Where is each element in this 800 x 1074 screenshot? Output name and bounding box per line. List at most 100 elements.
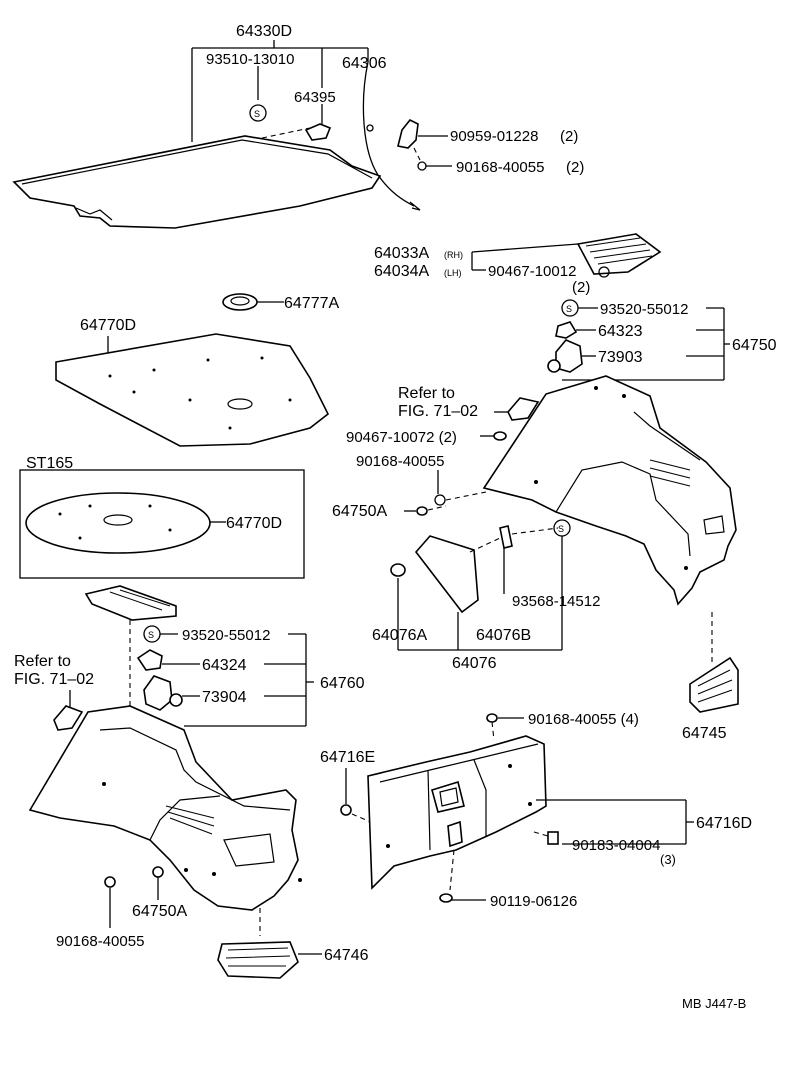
label-93510-13010: 93510-13010 [206, 51, 294, 68]
label-90168-40055-x4: 90168-40055 (4) [528, 711, 639, 728]
bolt-90168-40055-bottom-left [104, 876, 116, 928]
floor-board-64770D [55, 333, 330, 447]
label-64770D-ST165: 64770D [226, 515, 282, 532]
label-90959-01228-qty: (2) [560, 128, 578, 145]
panel-64716D [367, 735, 547, 890]
label-64330D: 64330D [236, 23, 292, 40]
clip-64750A-left [152, 866, 164, 900]
bolt-90168-40055-top [413, 147, 452, 171]
label-73903: 73903 [598, 349, 643, 366]
label-64033A: 64033A [374, 245, 429, 262]
bracket-64760 [184, 633, 314, 727]
label-64746: 64746 [324, 947, 369, 964]
bracket-lines-64330D [191, 40, 369, 142]
clip-90467-10012 [598, 266, 610, 278]
clip-refer-left [53, 690, 84, 731]
label-refer-right-1: Refer to [398, 385, 455, 402]
label-refer-right-2: FIG. 71–02 [398, 403, 478, 420]
label-64750A-left: 64750A [132, 903, 187, 920]
label-refer-left-1: Refer to [14, 653, 71, 670]
label-90168-40055-bottom-left: 90168-40055 [56, 933, 144, 950]
quarter-trim-64760 [28, 705, 302, 911]
hinge-73903 [547, 339, 596, 373]
svg-text:S: S [566, 304, 572, 314]
label-64306: 64306 [342, 55, 387, 72]
label-64033A-side: (RH) [444, 250, 463, 260]
deck-board-64330D [12, 135, 382, 229]
label-64760: 64760 [320, 675, 365, 692]
bracket-64033A-64034A [471, 243, 579, 271]
label-90959-01228: 90959-01228 [450, 128, 538, 145]
figure-code: MB J447-B [682, 996, 746, 1011]
label-64716E: 64716E [320, 749, 375, 766]
label-64777A: 64777A [284, 295, 339, 312]
cable-hook-64306 [409, 201, 421, 211]
label-73904: 73904 [202, 689, 247, 706]
cover-64076B [414, 535, 479, 614]
label-90168-40055-mid: 90168-40055 [356, 453, 444, 470]
svg-text:S: S [558, 524, 564, 534]
clip-64750A-right [404, 505, 447, 516]
retainer-64324 [136, 649, 200, 671]
label-93568-14512: 93568-14512 [512, 593, 600, 610]
bracket-64750 [562, 307, 730, 381]
label-64750: 64750 [732, 337, 777, 354]
dash-90168-40055-mid [445, 491, 487, 501]
label-90119-06126: 90119-06126 [490, 893, 577, 910]
label-90467-10012-qty: (2) [572, 279, 590, 296]
nut-90183-04004 [533, 831, 559, 845]
floor-board-64770D-ST165 [25, 492, 226, 554]
grille-left-top [84, 585, 177, 621]
plug-64076A [390, 563, 406, 577]
bolt-90168-40055-mid [434, 494, 446, 506]
label-90168-40055-top: 90168-40055 [456, 159, 544, 176]
dash-93568 [511, 527, 559, 535]
label-90183-04004-qty: (3) [660, 852, 676, 867]
bracket-90959-01228 [397, 118, 448, 149]
label-refer-left-2: FIG. 71–02 [14, 671, 94, 688]
label-90467-10012: 90467-10012 [488, 263, 576, 280]
grille-64746 [217, 941, 322, 979]
label-64750A-right: 64750A [332, 503, 387, 520]
label-90183-04004: 90183-04004 [572, 837, 660, 854]
hinge-73904 [143, 675, 200, 711]
label-64076: 64076 [452, 655, 497, 672]
label-64770D: 64770D [80, 317, 136, 334]
label-64076B: 64076B [476, 627, 531, 644]
retainer-64323 [555, 321, 596, 339]
cable-end-64306 [366, 124, 374, 132]
svg-text:S: S [148, 630, 154, 640]
s-symbol-right: S [561, 299, 598, 317]
bolt-90119-06126 [439, 849, 486, 903]
label-93520-55012-left: 93520-55012 [182, 627, 270, 644]
label-ST165: ST165 [26, 455, 73, 472]
cable-64306 [362, 61, 415, 207]
clip-93568-14512 [499, 525, 513, 549]
label-64324: 64324 [202, 657, 247, 674]
label-64323: 64323 [598, 323, 643, 340]
leader-dash-64395 [261, 127, 311, 139]
clip-64716E [340, 768, 381, 827]
label-90168-40055-top-qty: (2) [566, 159, 584, 176]
quarter-trim-64750 [482, 375, 737, 606]
label-64716D: 64716D [696, 815, 752, 832]
grille-64745 [689, 656, 739, 713]
s-symbol-64076: S [553, 519, 571, 537]
label-64034A: 64034A [374, 263, 429, 280]
bracket-64716D [536, 799, 694, 845]
clip-64395 [304, 123, 332, 141]
label-93520-55012-right: 93520-55012 [600, 301, 688, 318]
clip-refer-right [494, 397, 540, 421]
grille-64033A [576, 233, 662, 275]
s-symbol-left: S [143, 625, 178, 643]
label-90467-10072: 90467-10072 (2) [346, 429, 457, 446]
s-symbol-top: S [249, 104, 267, 122]
clip-90467-10072 [480, 431, 507, 441]
plug-64777A [222, 293, 284, 311]
svg-text:S: S [254, 109, 260, 119]
inset-box-ST165 [19, 469, 305, 579]
label-64395: 64395 [294, 89, 336, 106]
bolt-90168-40055-x4 [486, 713, 524, 741]
dash-64076 [469, 537, 501, 553]
